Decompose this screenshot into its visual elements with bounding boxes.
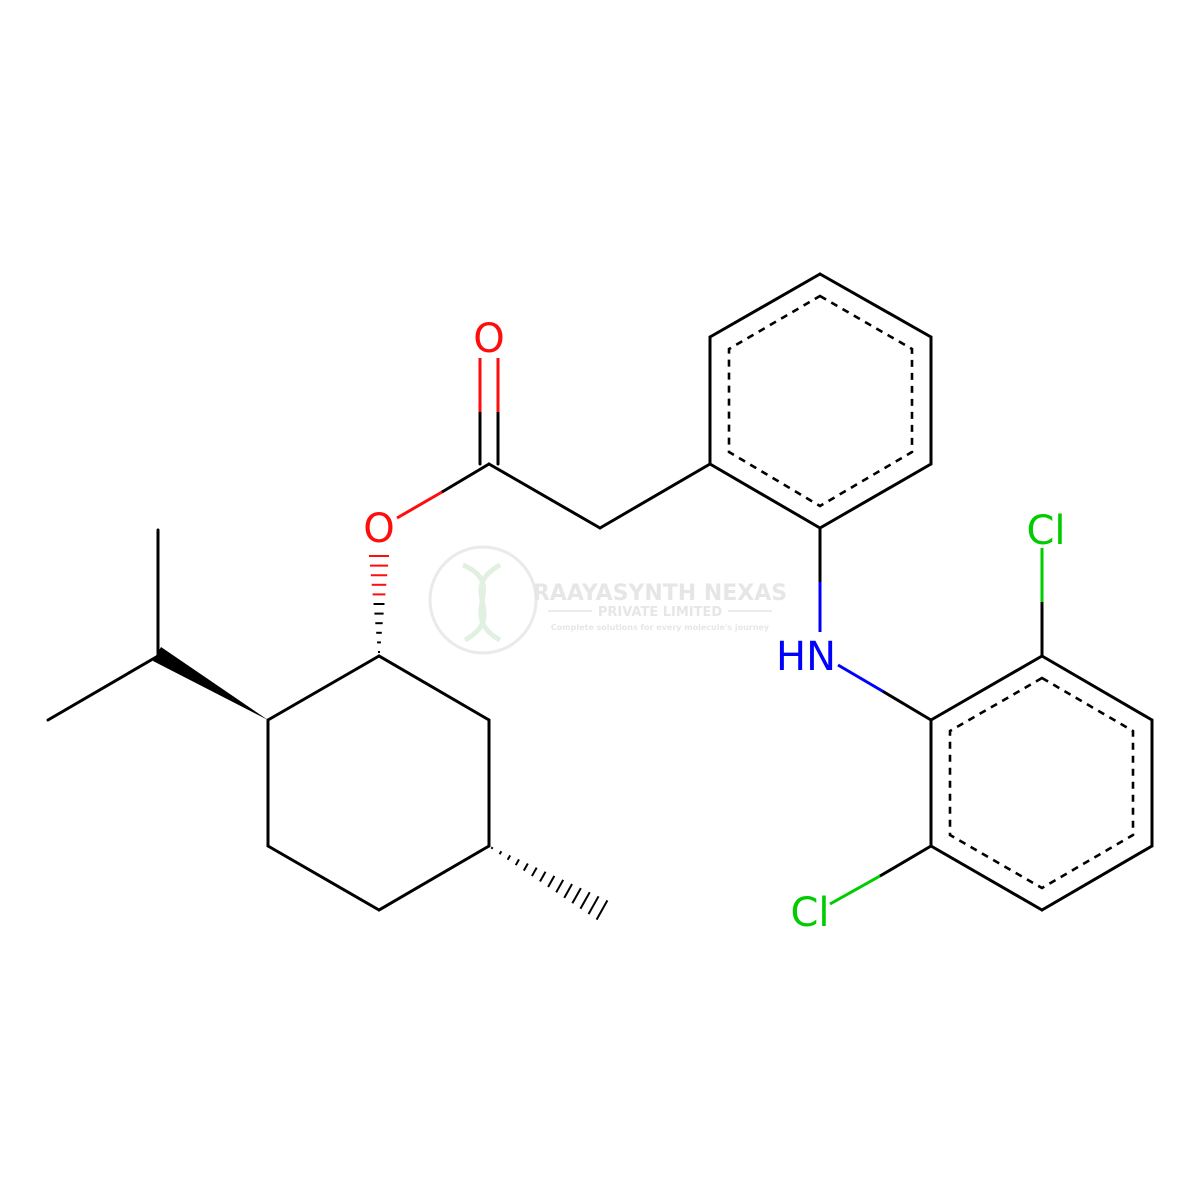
ester-oxygen-label: O — [363, 506, 394, 552]
hash-line — [531, 867, 538, 877]
chlorine-bottom-label: Cl — [790, 890, 829, 936]
hash-line — [579, 891, 591, 910]
carbonyl-oxygen-label: O — [473, 316, 504, 362]
dichlorophenyl-ring — [929, 654, 1154, 912]
amine-linkage — [818, 526, 933, 722]
watermark: RAAYASYNTH NEXAS PRIVATE LIMITED Complet… — [428, 545, 787, 655]
hash-line — [595, 899, 609, 921]
watermark-tagline: Complete solutions for every molecule's … — [551, 623, 770, 632]
atom-labels: O O HN Cl Cl — [363, 316, 1065, 936]
watermark-company: RAAYASYNTH NEXAS — [533, 581, 787, 606]
watermark-logo-circle — [428, 545, 538, 655]
hashed-bond-methyl — [490, 846, 609, 921]
watermark-subtitle: PRIVATE LIMITED — [598, 605, 723, 620]
hash-line — [490, 846, 494, 850]
chlorine-top-label: Cl — [1026, 508, 1065, 554]
acetate-linker — [396, 358, 712, 530]
hashed-bond-ester — [369, 555, 389, 653]
cyclohexane-ring — [266, 654, 491, 912]
hash-line — [514, 858, 520, 866]
hash-line — [555, 879, 565, 893]
hash-line — [539, 871, 547, 882]
hash-line — [571, 887, 582, 904]
hash-line — [522, 863, 529, 872]
hash-line — [498, 850, 503, 855]
hash-line — [547, 875, 556, 888]
amine-label: HN — [776, 634, 836, 680]
hash-line — [587, 895, 600, 915]
chlorine-bonds — [829, 548, 1044, 906]
hash-line — [506, 854, 512, 861]
benzene-ring-upper — [708, 272, 933, 530]
hash-line — [563, 883, 573, 899]
dna-helix-icon — [461, 562, 502, 643]
wedge-bond — [153, 647, 268, 720]
isopropyl-group — [46, 528, 268, 722]
